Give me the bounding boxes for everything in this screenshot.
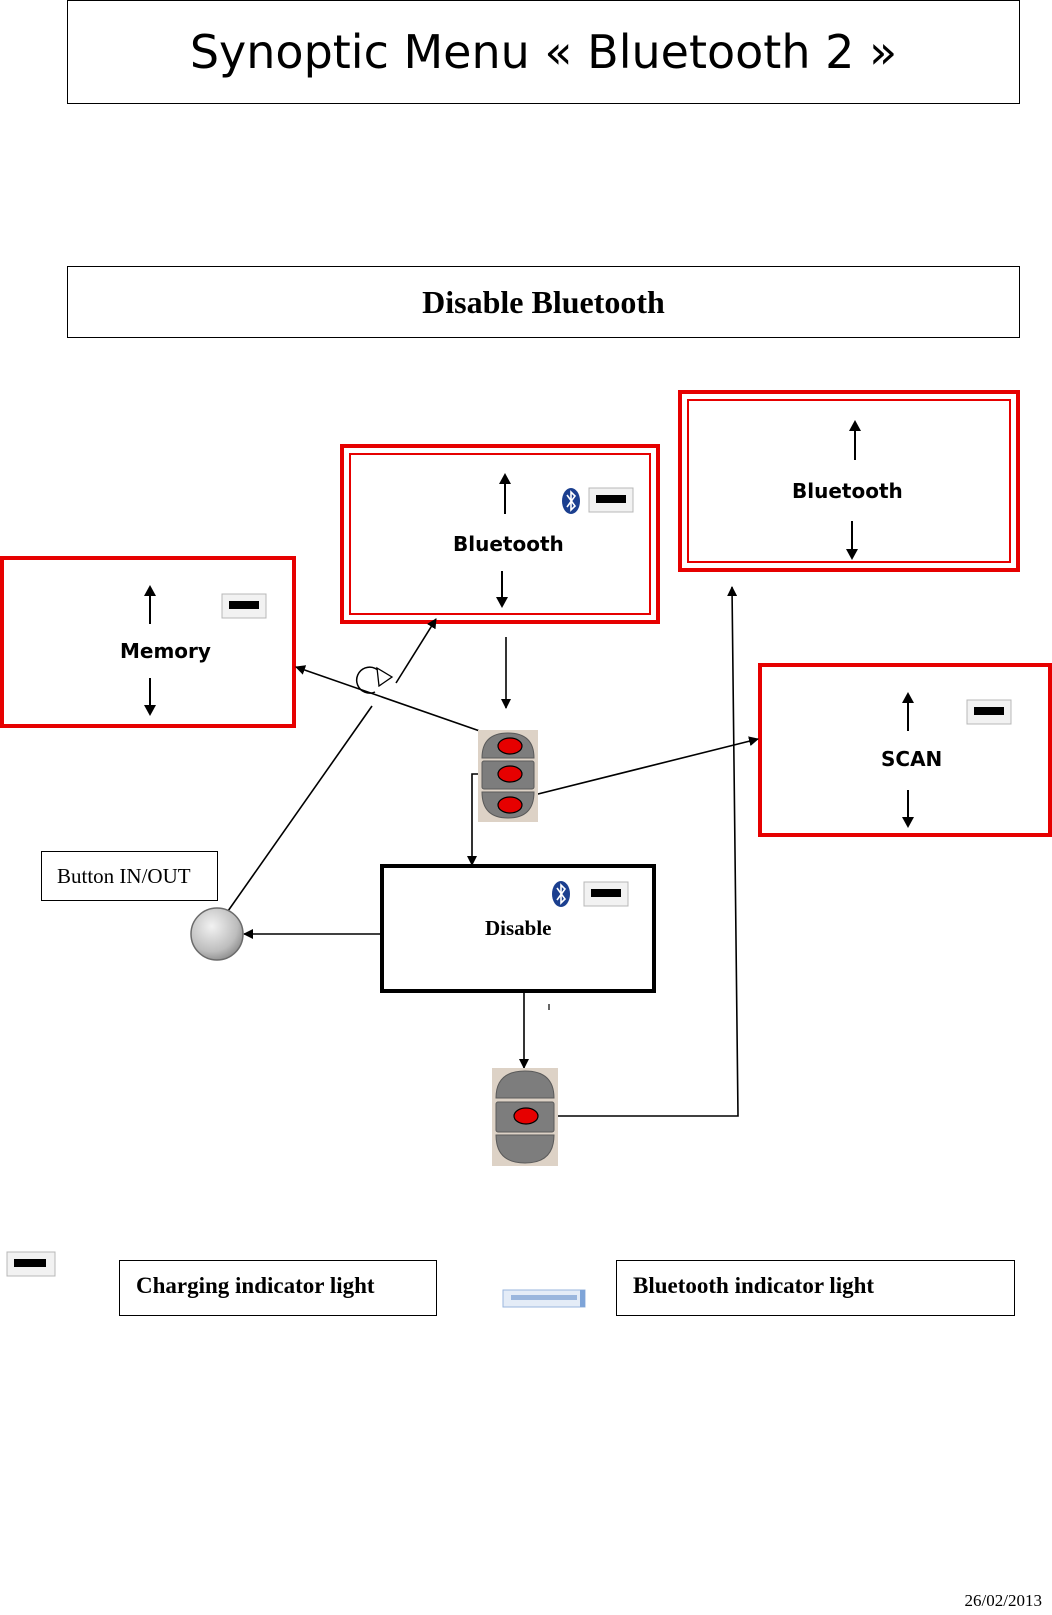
screen-memory-graphics [144, 585, 267, 716]
up-arrow-icon [144, 585, 156, 624]
screen-memory: Memory [0, 556, 296, 728]
screen-bluetooth-top: Bluetooth [678, 390, 1020, 572]
screen-disable: Disable [380, 864, 656, 993]
led-down [497, 796, 523, 814]
screen-disable-graphics [552, 881, 629, 907]
down-arrow-icon [902, 790, 914, 828]
connector-keypad2-to-bluetooth-top [557, 586, 739, 1117]
screen-label: SCAN [881, 747, 943, 771]
button-in-out-label: Button IN/OUT [57, 864, 191, 888]
charging-light-icon [583, 881, 629, 907]
legend-bluetooth-label: Bluetooth indicator light [633, 1273, 875, 1298]
up-arrow-icon [902, 692, 914, 731]
keypad-icon [492, 1068, 558, 1166]
bluetooth-icon [552, 881, 570, 907]
led-middle [497, 765, 523, 783]
page-title: Synoptic Menu « Bluetooth 2 » [67, 0, 1020, 104]
rotate-icon [355, 666, 394, 694]
screen-scan-graphics [902, 692, 1012, 828]
legend-bluetooth: Bluetooth indicator light [616, 1260, 1015, 1316]
down-arrow-icon [144, 678, 156, 716]
legend-charging: Charging indicator light [119, 1260, 437, 1316]
connector-keypad-to-memory [295, 665, 498, 738]
screen-label: Memory [120, 639, 211, 663]
section-title-text: Disable Bluetooth [422, 283, 665, 320]
round-button-icon [190, 907, 244, 961]
screen-scan: SCAN [758, 663, 1052, 837]
charging-light-icon [221, 593, 267, 619]
connector-keypad-to-scan [513, 736, 759, 801]
charging-light-icon [6, 1251, 56, 1277]
page-title-text: Synoptic Menu « Bluetooth 2 » [189, 25, 898, 79]
connector-rotate-to-bluetooth [395, 618, 437, 684]
section-title: Disable Bluetooth [67, 266, 1020, 338]
screen-bluetooth-main: Bluetooth [340, 444, 660, 624]
keypad-icon [478, 730, 538, 822]
led-up [497, 737, 523, 755]
screen-label: Disable [485, 916, 552, 940]
charging-light-icon [966, 699, 1012, 725]
connector-button-to-rotate [227, 705, 373, 912]
led-middle [513, 1107, 539, 1125]
button-in-out-label-box: Button IN/OUT [41, 851, 218, 901]
footer-date: 26/02/2013 [964, 1591, 1042, 1610]
legend-charging-label: Charging indicator light [136, 1273, 375, 1298]
bluetooth-light-icon [502, 1289, 586, 1308]
